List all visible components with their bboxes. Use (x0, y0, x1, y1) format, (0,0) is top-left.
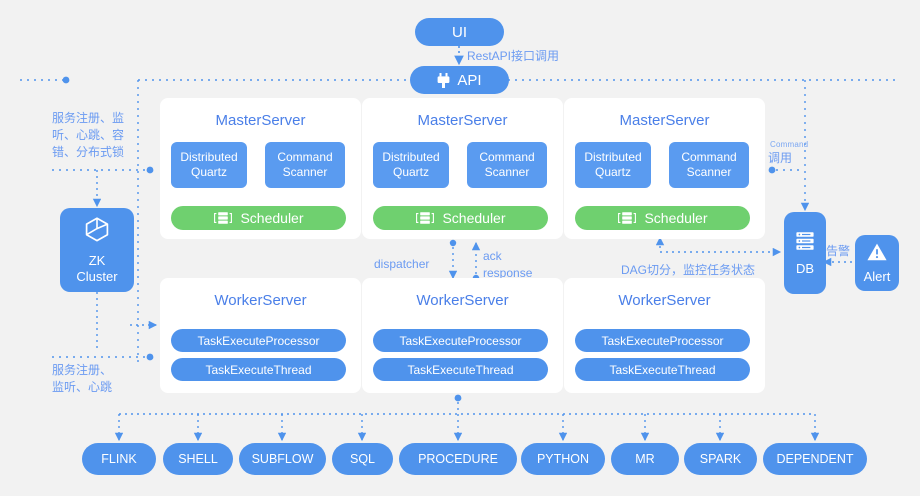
zk-label-line2: Cluster (76, 269, 118, 284)
task-execute-thread-3[interactable]: TaskExecuteThread (575, 358, 750, 381)
worker-server-title-3: WorkerServer (618, 292, 711, 309)
scheduler-label-3: Scheduler (644, 210, 708, 226)
server-stack-icon (415, 211, 435, 225)
master-server-title-2: MasterServer (417, 112, 508, 129)
master-server-title-3: MasterServer (619, 112, 710, 129)
alarm-label: 告警 (826, 244, 851, 258)
scheduler-3[interactable]: Scheduler (575, 206, 750, 230)
ui-label: UI (452, 23, 467, 41)
ui-node[interactable]: UI (415, 18, 504, 46)
api-label: API (457, 71, 482, 89)
plug-icon (437, 72, 450, 88)
zk-cluster-node[interactable]: ZK Cluster (60, 208, 134, 292)
task-execute-processor-2[interactable]: TaskExecuteProcessor (373, 329, 548, 352)
distributed-quartz-3[interactable]: Distributed Quartz (575, 142, 651, 188)
api-node[interactable]: API (410, 66, 509, 94)
zk-label-line1: ZK (88, 253, 106, 268)
task-execute-processor-1[interactable]: TaskExecuteProcessor (171, 329, 346, 352)
dispatcher-label: dispatcher (374, 257, 430, 271)
task-type-mr[interactable]: MR (611, 443, 679, 475)
restapi-edge-label: RestAPI接口调用 (467, 49, 560, 63)
command-scanner-1[interactable]: Command Scanner (265, 142, 345, 188)
cube-icon (83, 215, 111, 248)
worker-server-title-2: WorkerServer (416, 292, 509, 309)
server-stack-icon (617, 211, 637, 225)
scheduler-2[interactable]: Scheduler (373, 206, 548, 230)
zk-top-label: 服务注册、监 听、心跳、容 错、分布式锁 (52, 111, 125, 159)
task-execute-thread-1[interactable]: TaskExecuteThread (171, 358, 346, 381)
dag-label: DAG切分，监控任务状态 (621, 263, 756, 277)
zk-bottom-label: 服务注册、 监听、心跳 (52, 363, 113, 394)
alert-node[interactable]: Alert (855, 235, 899, 291)
command-cn-label: 调用 (768, 151, 793, 165)
task-type-shell[interactable]: SHELL (163, 443, 233, 475)
task-execute-thread-2[interactable]: TaskExecuteThread (373, 358, 548, 381)
command-scanner-3[interactable]: Command Scanner (669, 142, 749, 188)
task-type-procedure[interactable]: PROCEDURE (399, 443, 517, 475)
task-type-flink[interactable]: FLINK (82, 443, 156, 475)
ack-response-label: ack response (483, 249, 533, 280)
task-type-subflow[interactable]: SUBFLOW (239, 443, 326, 475)
task-execute-processor-3[interactable]: TaskExecuteProcessor (575, 329, 750, 352)
task-type-sql[interactable]: SQL (332, 443, 393, 475)
alert-label: Alert (863, 268, 891, 284)
database-icon (794, 230, 816, 257)
task-type-dependent[interactable]: DEPENDENT (763, 443, 867, 475)
db-label: DB (795, 260, 815, 276)
warning-triangle-icon (866, 242, 888, 267)
task-type-python[interactable]: PYTHON (521, 443, 605, 475)
command-small-label: Command (770, 140, 809, 149)
worker-server-title-1: WorkerServer (214, 292, 307, 309)
scheduler-1[interactable]: Scheduler (171, 206, 346, 230)
task-type-spark[interactable]: SPARK (684, 443, 757, 475)
master-server-title-1: MasterServer (215, 112, 306, 129)
db-node[interactable]: DB (784, 212, 826, 294)
scheduler-label-2: Scheduler (442, 210, 506, 226)
server-stack-icon (213, 211, 233, 225)
distributed-quartz-1[interactable]: Distributed Quartz (171, 142, 247, 188)
distributed-quartz-2[interactable]: Distributed Quartz (373, 142, 449, 188)
scheduler-label-1: Scheduler (240, 210, 304, 226)
command-scanner-2[interactable]: Command Scanner (467, 142, 547, 188)
